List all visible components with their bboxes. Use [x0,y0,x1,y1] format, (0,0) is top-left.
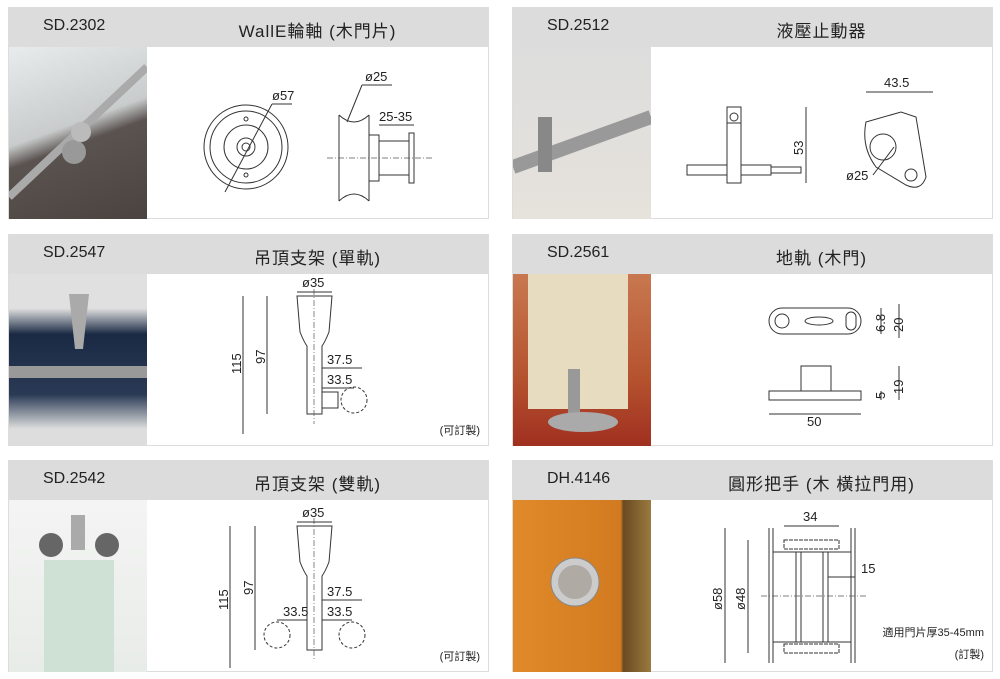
product-card-dh4146: DH.4146 圓形把手 (木 橫拉門用) 34 15 ø58 ø48 適用門片… [512,460,993,672]
dim-label: 115 [216,589,231,610]
dim-label: ø35 [302,275,324,290]
door-thickness-note: 適用門片厚35-45mm [882,627,984,639]
product-card-sd2512: SD.2512 液壓止動器 53 43.5 ø25 [512,7,993,219]
dim-label: 97 [241,581,256,595]
product-photo [513,500,651,672]
product-card-sd2561: SD.2561 地軌 (木門) 6.8 20 5 19 50 [512,234,993,446]
dim-label: 33.5 [283,604,308,619]
dim-label: 5 [873,392,888,399]
card-header: DH.4146 圓形把手 (木 橫拉門用) [513,461,992,500]
technical-drawing: ø57 ø25 25-35 [147,47,488,219]
technical-drawing: 6.8 20 5 19 50 [651,274,992,446]
technical-drawing: 53 43.5 ø25 [651,47,992,219]
custom-note: (訂製) [954,649,984,661]
dim-label: 20 [891,318,906,332]
dim-label: ø25 [846,168,868,183]
dim-label: 19 [891,380,906,394]
product-card-sd2302: SD.2302 WallE輪軸 (木門片) ø57 ø25 25-35 [8,7,489,219]
card-header: SD.2561 地軌 (木門) [513,235,992,274]
product-photo [9,274,147,446]
dim-label: 37.5 [327,584,352,599]
product-code: DH.4146 [547,470,611,487]
dim-label: ø25 [365,69,387,84]
dim-label: ø57 [272,88,294,103]
dim-label: 43.5 [884,75,909,90]
dim-label: 33.5 [327,372,352,387]
custom-note: (可訂製) [439,651,480,663]
product-code: SD.2561 [547,244,610,261]
dim-label: 97 [253,350,268,364]
product-code: SD.2542 [43,470,106,487]
product-title: 液壓止動器 [776,22,867,41]
dim-label: 6.8 [873,314,888,332]
product-title: WallE輪軸 (木門片) [238,22,397,41]
product-card-sd2547: SD.2547 吊頂支架 (單軌) ø35 115 97 37.5 33.5 (… [8,234,489,446]
custom-note: (可訂製) [439,425,480,437]
technical-drawing: 34 15 ø58 ø48 適用門片厚35-45mm (訂製) [651,500,992,672]
product-title: 吊頂支架 (雙軌) [253,475,382,494]
product-card-sd2542: SD.2542 吊頂支架 (雙軌) ø35 115 97 37.5 33.5 3… [8,460,489,672]
product-photo [513,274,651,446]
dim-label: ø35 [302,505,324,520]
product-photo [9,47,147,219]
dim-label: ø48 [733,588,748,610]
dim-label: 50 [807,414,821,429]
dim-label: 37.5 [327,352,352,367]
dim-label: 53 [791,141,806,155]
dim-label: ø58 [710,588,725,610]
product-code: SD.2512 [547,17,610,34]
card-header: SD.2302 WallE輪軸 (木門片) [9,8,488,47]
product-code: SD.2547 [43,244,106,261]
dim-label: 115 [229,353,244,374]
dim-label: 34 [803,509,817,524]
dim-label: 33.5 [327,604,352,619]
technical-drawing: ø35 115 97 37.5 33.5 (可訂製) [147,274,488,446]
dim-label: 15 [861,561,875,576]
technical-drawing: ø35 115 97 37.5 33.5 33.5 (可訂製) [147,500,488,672]
card-header: SD.2512 液壓止動器 [513,8,992,47]
dim-label: 25-35 [379,109,412,124]
product-title: 地軌 (木門) [775,249,868,268]
product-photo [9,500,147,672]
card-header: SD.2547 吊頂支架 (單軌) [9,235,488,274]
product-title: 圓形把手 (木 橫拉門用) [728,475,915,494]
card-header: SD.2542 吊頂支架 (雙軌) [9,461,488,500]
product-title: 吊頂支架 (單軌) [253,249,382,268]
product-photo [513,47,651,219]
product-code: SD.2302 [43,17,106,34]
